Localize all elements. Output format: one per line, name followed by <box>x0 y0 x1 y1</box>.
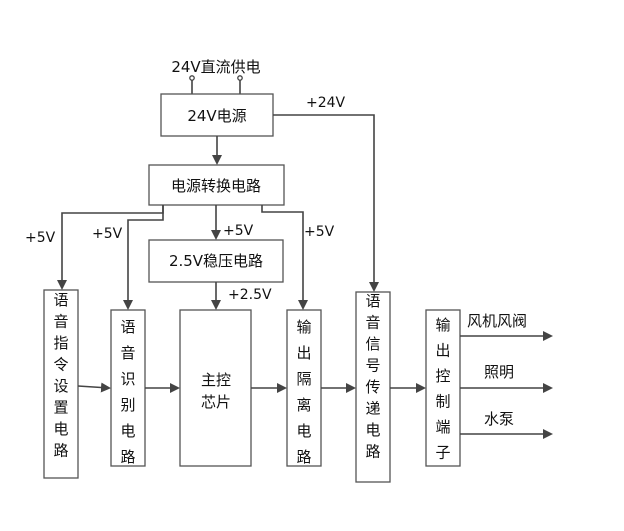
output-label-fan-valve: 风机风阀 <box>467 312 527 330</box>
line-5v-to-recog <box>123 205 164 310</box>
output-label-water-pump: 水泵 <box>484 410 514 428</box>
rail-label-5v-c: +5V <box>223 223 254 239</box>
regulator-box <box>148 239 284 283</box>
line-24v-rail <box>273 114 379 292</box>
output-terminal-label: 输出控制端子 <box>435 316 450 462</box>
rail-label-5v-a: +5V <box>25 230 56 246</box>
voice-recog-label: 语音识别电路 <box>120 318 135 466</box>
line-5v-to-cmd-setup <box>57 205 164 290</box>
output-terminal-box <box>425 309 461 467</box>
power-convert-box <box>148 164 285 206</box>
voice-cmd-setup-label: 语音指令设置电路 <box>53 291 68 460</box>
power-convert-label: 电源转换电路 <box>171 177 261 195</box>
arrow-setup-to-recog <box>77 382 111 393</box>
power-24v-box <box>160 93 274 137</box>
voice-cmd-setup-box <box>43 289 79 479</box>
rail-label-5v-b: +5V <box>92 226 123 242</box>
supply-label: 24V直流供电 <box>171 58 260 76</box>
output-label-lighting: 照明 <box>484 363 514 381</box>
line-5v-to-isolation <box>261 205 308 310</box>
voice-signal-transfer-label: 语音信号传递电路 <box>365 292 380 461</box>
voice-recog-box <box>110 309 146 467</box>
supply-terminals <box>189 75 243 94</box>
power-24v-label: 24V电源 <box>187 107 246 125</box>
voice-signal-transfer-box <box>355 291 391 483</box>
regulator-label: 2.5V稳压电路 <box>169 252 263 270</box>
rail-label-24v: +24V <box>306 95 346 111</box>
rail-label-25v: +2.5V <box>228 287 272 303</box>
main-chip-box <box>179 309 252 467</box>
rail-label-5v-d: +5V <box>304 224 335 240</box>
output-isolation-label: 输出隔离电路 <box>296 318 311 466</box>
main-chip-label: 主控芯片 <box>201 371 231 411</box>
